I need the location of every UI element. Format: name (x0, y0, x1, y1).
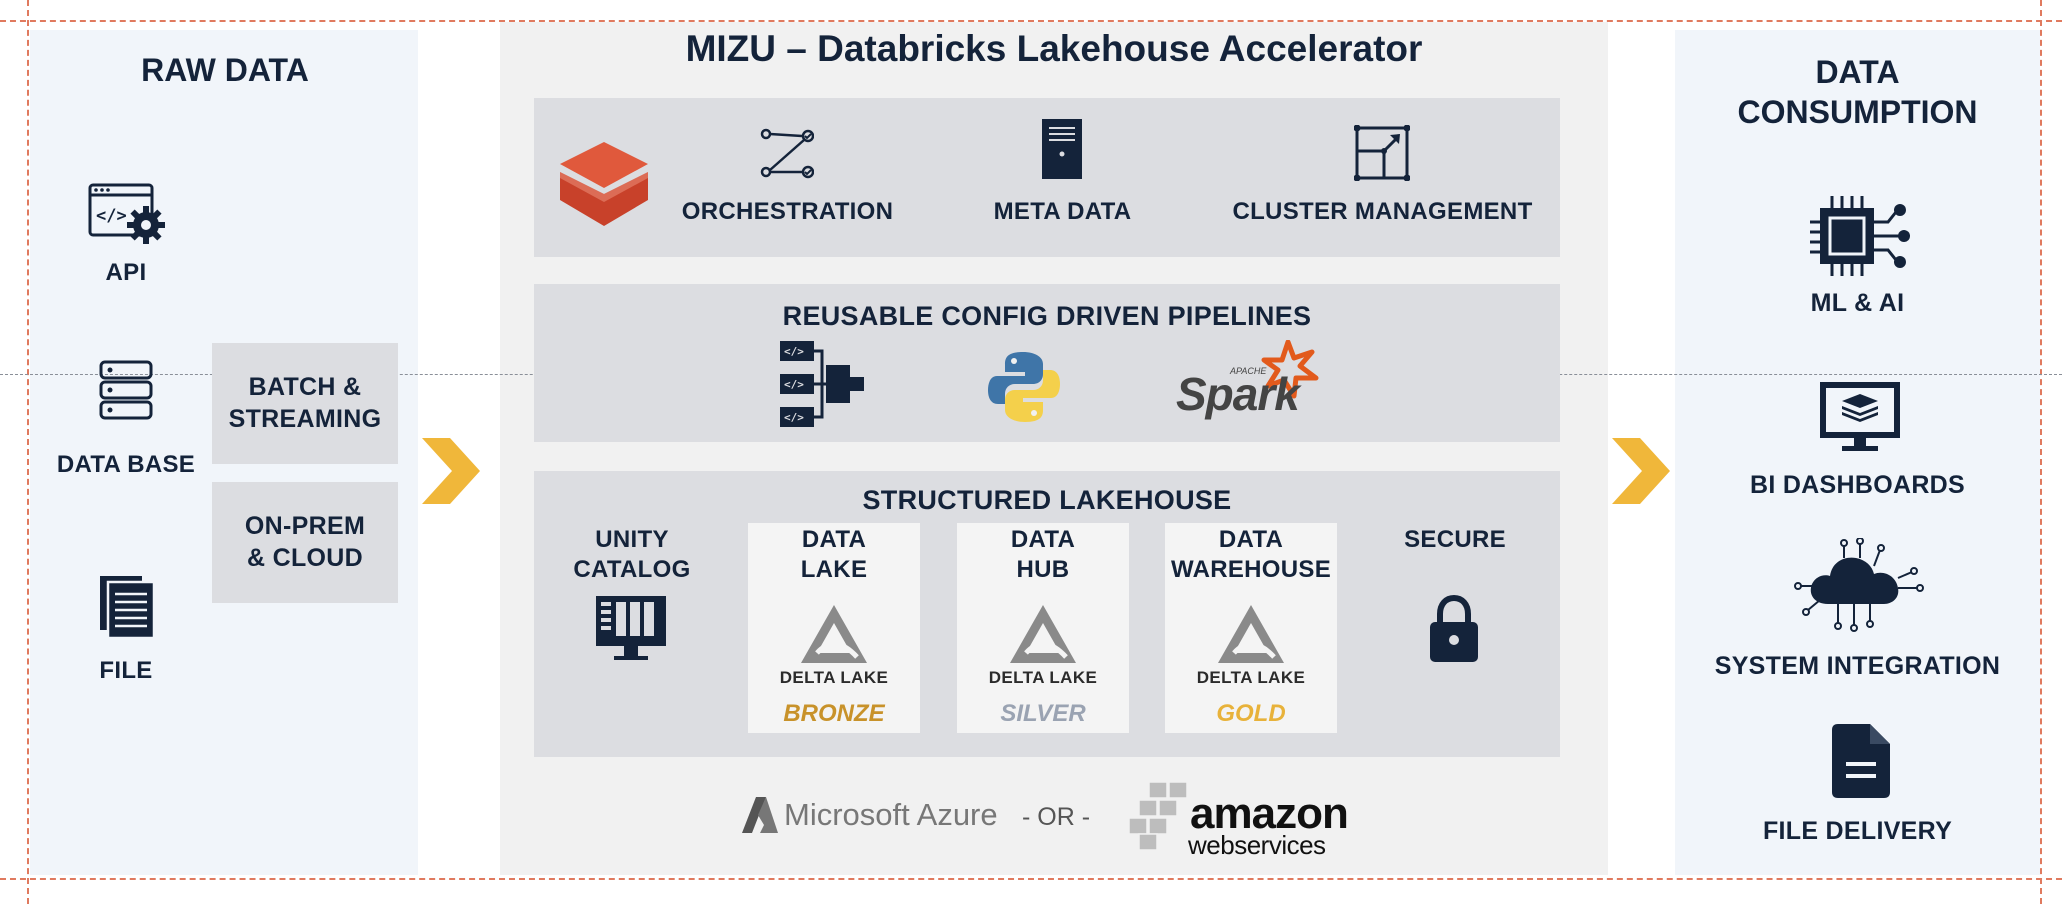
batch-streaming-box: BATCH & STREAMING (212, 343, 398, 464)
pipelines-title: REUSABLE CONFIG DRIVEN PIPELINES (782, 301, 1312, 331)
svg-text:</>: </> (96, 206, 127, 226)
accelerator-title: MIZU – Databricks Lakehouse Accelerator (685, 28, 1423, 69)
database-label: DATA BASE (56, 451, 196, 478)
file-label: FILE (99, 657, 153, 684)
lakehouse-title: STRUCTURED LAKEHOUSE (862, 485, 1232, 515)
data-warehouse-label: DATA WAREHOUSE (1170, 526, 1332, 583)
file-delivery-icon (1832, 724, 1890, 798)
azure-text: Microsoft Azure (784, 797, 998, 832)
code-pipeline-icon: </> </> </> (780, 341, 864, 427)
cloud-integration-icon (1794, 538, 1924, 632)
bronze-tier: BRONZE (783, 700, 885, 727)
file-icon (100, 576, 156, 640)
unity-catalog-label: UNITY CATALOG (573, 526, 691, 583)
onprem-cloud-box: ON-PREM & CLOUD (212, 482, 398, 603)
silver-tier: SILVER (1000, 700, 1086, 727)
metadata-label: META DATA (993, 198, 1132, 225)
onprem-cloud-label: ON-PREM & CLOUD (244, 512, 366, 572)
file-delivery-label: FILE DELIVERY (1762, 817, 1953, 845)
delta-lake-logo (1218, 605, 1284, 663)
spark-logo: APACHE Spark (1176, 340, 1319, 420)
gold-tier: GOLD (1216, 700, 1286, 727)
batch-streaming-label: BATCH & STREAMING (228, 373, 382, 433)
data-lake-label: DATA LAKE (800, 526, 868, 583)
delta-lake-logo (801, 605, 867, 663)
or-text: - OR - (1022, 803, 1091, 831)
delta-lake-text: DELTA LAKE (1196, 668, 1306, 687)
guide-line-right (2040, 0, 2042, 904)
pipelines-box (534, 284, 1560, 442)
cluster-management-icon (1354, 125, 1410, 181)
webservices-text: webservices (1188, 830, 1326, 860)
data-lake-card (748, 523, 920, 733)
bi-dashboards-label: BI DASHBOARDS (1749, 471, 1966, 499)
cluster-management-label: CLUSTER MANAGEMENT (1232, 198, 1533, 225)
aws-boxes-logo (1128, 781, 1188, 851)
svg-text:</>: </> (784, 411, 804, 424)
bi-dashboard-icon (1820, 382, 1900, 451)
system-integration-label: SYSTEM INTEGRATION (1714, 652, 2001, 680)
orchestration-icon (760, 128, 814, 179)
chevron-right-icon (1612, 438, 1670, 504)
orchestration-label: ORCHESTRATION (681, 198, 894, 225)
raw-data-title: RAW DATA (141, 52, 309, 88)
azure-logo (742, 797, 778, 833)
amazon-text: amazon (1190, 789, 1349, 838)
api-icon: </> (88, 183, 165, 244)
ml-ai-chip-icon (1810, 196, 1910, 276)
python-logo (988, 352, 1060, 422)
data-hub-label: DATA HUB (1010, 526, 1076, 583)
svg-text:</>: </> (784, 345, 804, 358)
databricks-logo (560, 142, 648, 226)
delta-lake-text: DELTA LAKE (988, 668, 1098, 687)
chevron-right-icon (422, 438, 480, 504)
guide-line-bottom (0, 878, 2062, 880)
svg-text:</>: </> (784, 378, 804, 391)
guide-line-top (0, 20, 2062, 22)
unity-catalog-icon (596, 596, 666, 660)
api-label: API (105, 259, 147, 286)
delta-lake-text: DELTA LAKE (779, 668, 889, 687)
consumption-title: DATA CONSUMPTION (1737, 54, 1978, 130)
guide-line-left (27, 0, 29, 904)
data-hub-card (957, 523, 1129, 733)
data-warehouse-card (1165, 523, 1337, 733)
database-icon (99, 360, 153, 420)
ml-ai-label: ML & AI (1810, 289, 1905, 317)
spark-apache-text: APACHE (1229, 366, 1267, 376)
secure-label: SECURE (1404, 526, 1506, 553)
spark-text: Spark (1176, 368, 1302, 420)
metadata-icon (1042, 119, 1082, 179)
lock-icon (1430, 594, 1478, 662)
delta-lake-logo (1010, 605, 1076, 663)
